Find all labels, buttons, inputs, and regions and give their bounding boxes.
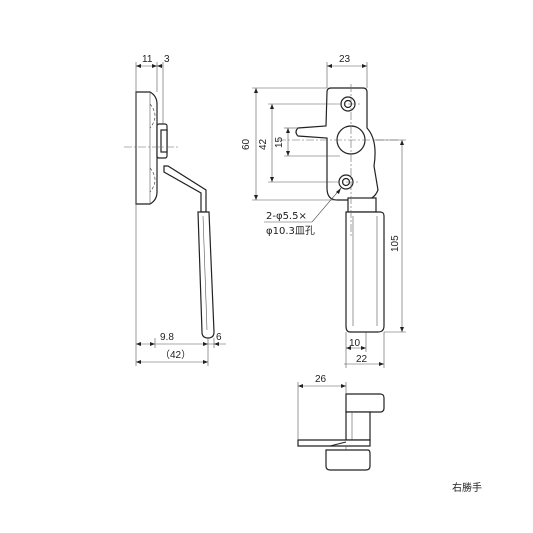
side-dimension-lines	[135, 62, 226, 366]
bottom-dimension-lines	[297, 382, 347, 440]
dim-front-height-outer: 60	[241, 138, 252, 150]
dim-front-height-mid: 42	[258, 138, 269, 150]
dim-front-bottom-inner: 10	[349, 338, 361, 349]
dim-front-height-inner: 15	[274, 136, 285, 148]
side-view	[124, 91, 215, 339]
hole-spec-line1: 2-φ5.5×	[266, 211, 307, 222]
dim-front-height-handle: 105	[390, 235, 401, 252]
dim-side-bottom-right: 6	[216, 332, 222, 343]
hand-label: 右勝手	[452, 483, 482, 494]
bottom-view	[297, 393, 385, 471]
front-dimension-lines	[252, 62, 406, 368]
front-view	[278, 84, 398, 333]
dim-front-bottom-outer: 22	[356, 354, 368, 365]
dim-front-width-top: 23	[339, 54, 351, 65]
dim-side-top-right: 3	[164, 54, 170, 65]
hole-spec-line2: φ10.3皿孔	[266, 225, 315, 237]
dim-side-overall: （42）	[160, 349, 191, 361]
dim-bottom-view-width: 26	[315, 374, 327, 385]
dim-side-bottom-left: 9.8	[160, 332, 174, 343]
dim-side-top-left: 11	[142, 54, 153, 65]
